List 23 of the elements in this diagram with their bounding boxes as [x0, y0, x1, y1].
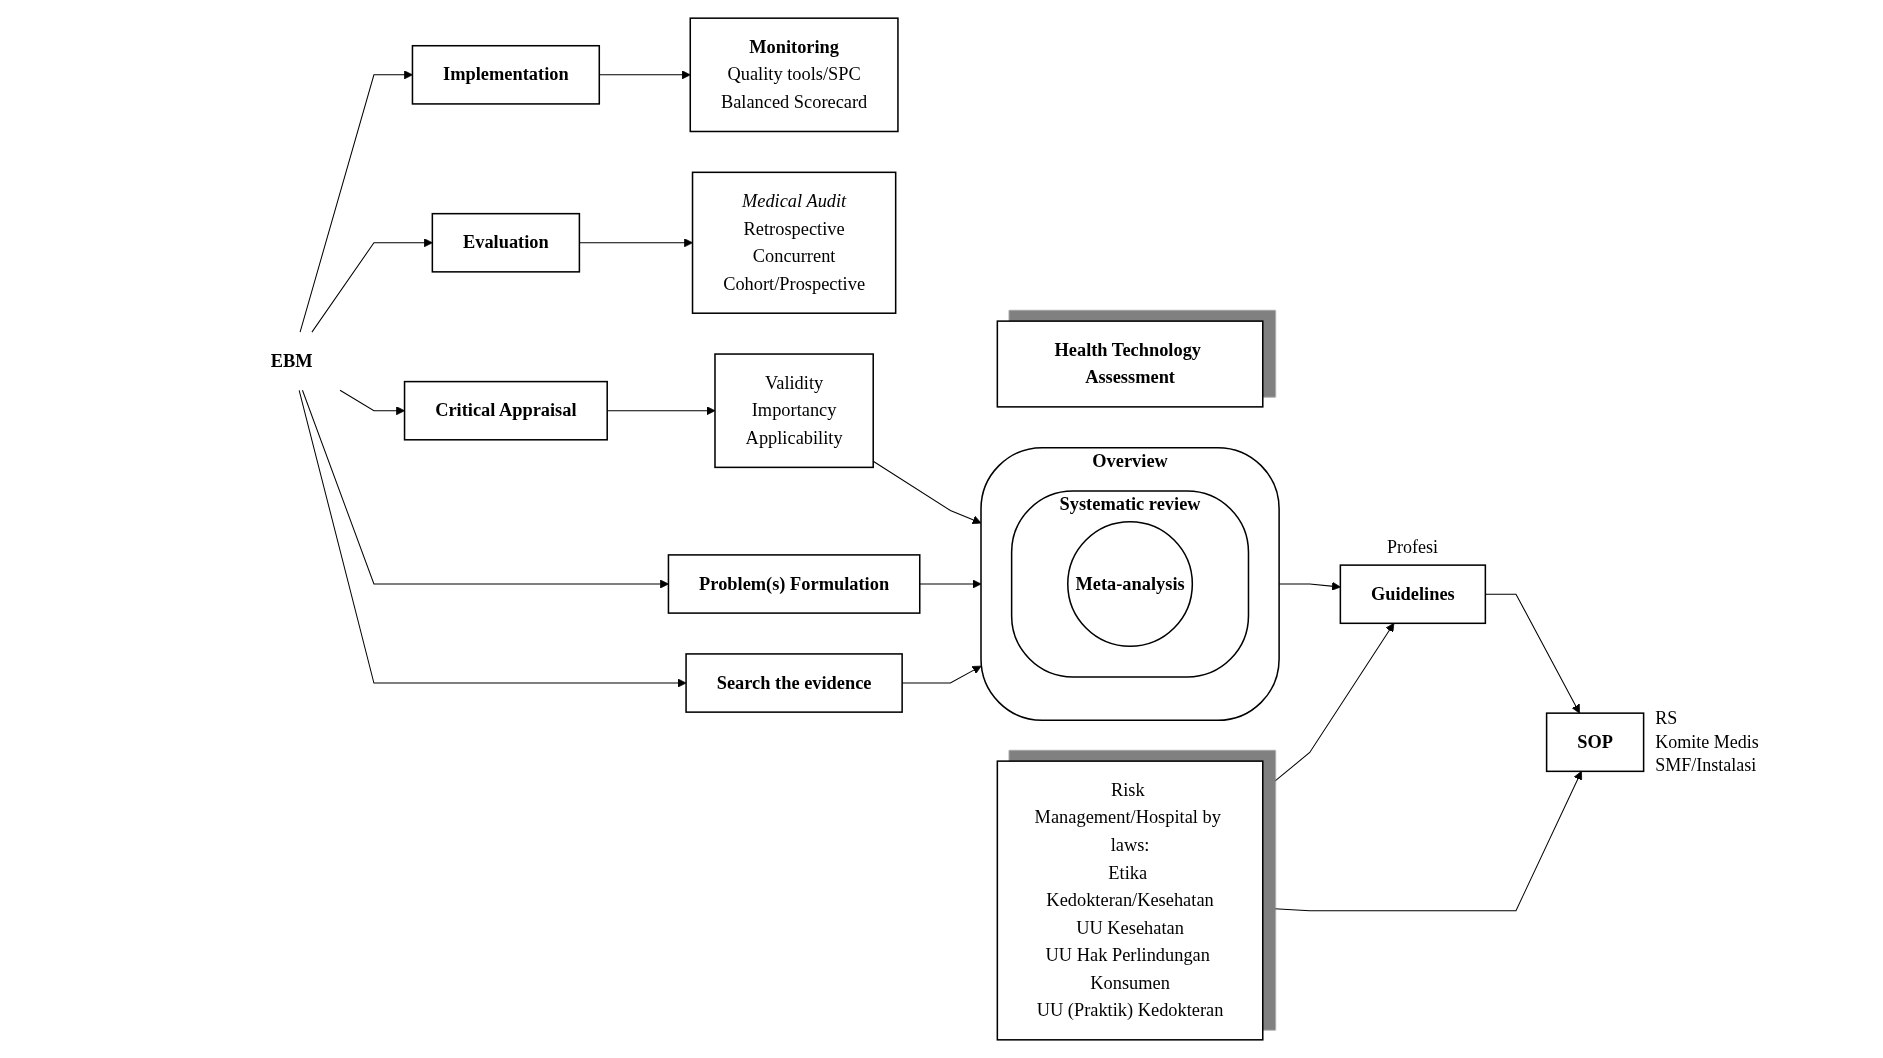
- node-circle: Meta-analysis: [1066, 520, 1193, 648]
- node-box: Critical Appraisal: [403, 380, 608, 441]
- node-box: Guidelines: [1339, 564, 1486, 625]
- node-box: Medical Audit Retrospective Concurrent Cohort/Prospective: [691, 171, 897, 314]
- arrow: [1484, 593, 1580, 714]
- node-box: Monitoring Quality tools/SPC Balanced Scorecard: [689, 17, 899, 133]
- arrow: [606, 406, 715, 416]
- node-box: Search the evidence: [684, 653, 903, 713]
- node-note: RS Komite Medis SMF/Instalasi: [1655, 707, 1759, 777]
- arrow: [339, 389, 405, 416]
- node-box: SOP: [1545, 712, 1644, 773]
- arrow: [901, 665, 981, 684]
- node-box: Health Technology Assessment: [996, 320, 1264, 408]
- arrow: [299, 70, 413, 333]
- node-box: Implementation: [411, 44, 600, 105]
- node-box: Problem(s) Formulation: [667, 554, 921, 614]
- node-text: EBM: [270, 350, 313, 371]
- node-box: Evaluation: [431, 212, 580, 273]
- node-note: Profesi: [1386, 536, 1438, 560]
- arrow: [301, 389, 669, 589]
- node-box: Risk Management/Hospital by laws: Etika Kedokteran/Kesehatan UU Kesehatan UU Hak Perlindungan Konsumen UU (Praktik) Kedokteran: [996, 760, 1264, 1041]
- node-box: Validity Importancy Applicability: [713, 353, 874, 469]
- arrow: [872, 460, 981, 525]
